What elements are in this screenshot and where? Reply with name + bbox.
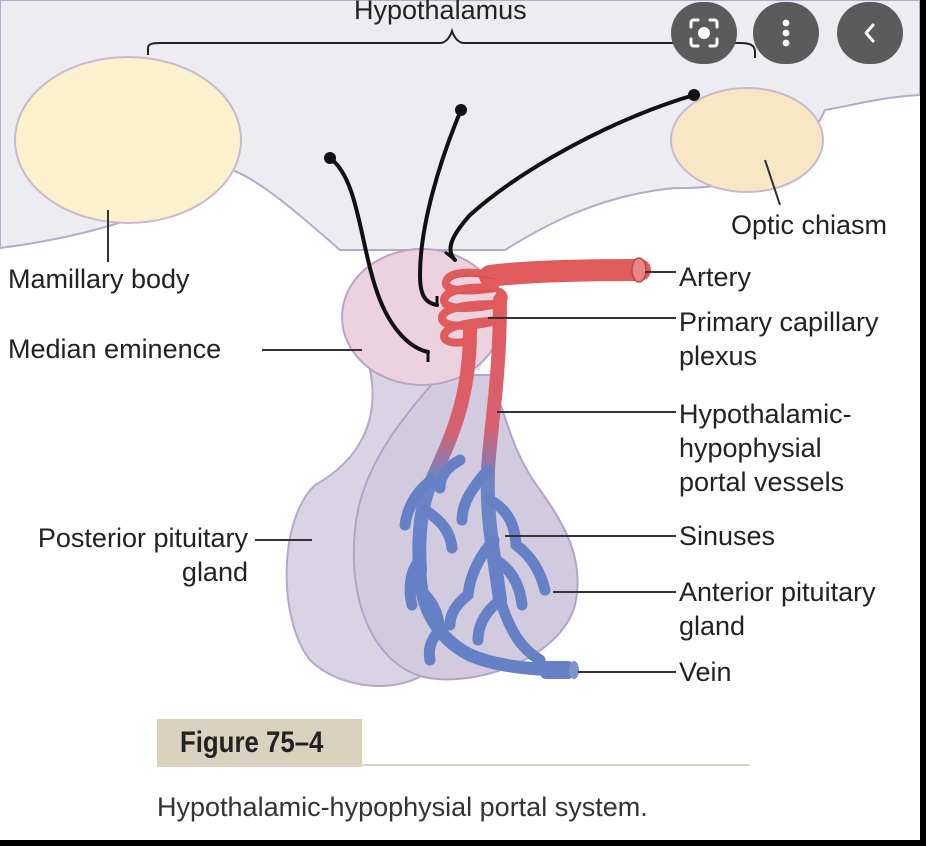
figure-title: Figure 75–4	[180, 726, 324, 759]
back-button[interactable]	[837, 2, 903, 64]
label-portal-3: portal vessels	[679, 467, 845, 497]
label-sinuses: Sinuses	[679, 521, 776, 551]
label-optic-chiasm: Optic chiasm	[731, 210, 888, 240]
label-artery: Artery	[679, 262, 752, 292]
neuron-body	[455, 104, 467, 116]
label-plexus: plexus	[679, 341, 758, 371]
label-median-eminence: Median eminence	[8, 334, 222, 364]
figure-rule	[362, 764, 750, 766]
label-posterior-2: gland	[181, 557, 248, 587]
label-portal-2: hypophysial	[679, 433, 822, 463]
figure-caption: Hypothalamic-hypophysial portal system.	[157, 792, 648, 822]
label-anterior-2: gland	[679, 611, 746, 641]
optic-chiasm	[670, 87, 824, 193]
neuron-body	[688, 89, 700, 101]
label-vein: Vein	[679, 657, 732, 687]
lens-icon	[689, 18, 719, 48]
primary-capillary-plexus	[437, 268, 508, 347]
vein-exit	[540, 661, 574, 679]
artery-opening	[631, 257, 647, 283]
mamillary-body	[14, 56, 242, 224]
label-hypothalamus: Hypothalamus	[354, 0, 527, 25]
label-primary-capillary: Primary capillary	[679, 307, 879, 337]
lens-button[interactable]	[671, 2, 737, 64]
artery	[479, 259, 651, 287]
hypothalamus-bracket	[147, 27, 756, 58]
label-portal-1: Hypothalamic-	[679, 399, 852, 429]
neuron-axons	[328, 93, 696, 354]
more-options-button[interactable]	[753, 2, 819, 64]
label-posterior-1: Posterior pituitary	[37, 523, 248, 553]
label-mamillary-body: Mamillary body	[8, 264, 190, 294]
leader-lines	[107, 159, 781, 673]
label-anterior-1: Anterior pituitary	[679, 577, 876, 607]
neuron-body	[324, 152, 336, 164]
chevron-left-icon	[864, 23, 875, 43]
more-vert-icon	[782, 19, 790, 47]
figure-title-box	[157, 719, 362, 767]
